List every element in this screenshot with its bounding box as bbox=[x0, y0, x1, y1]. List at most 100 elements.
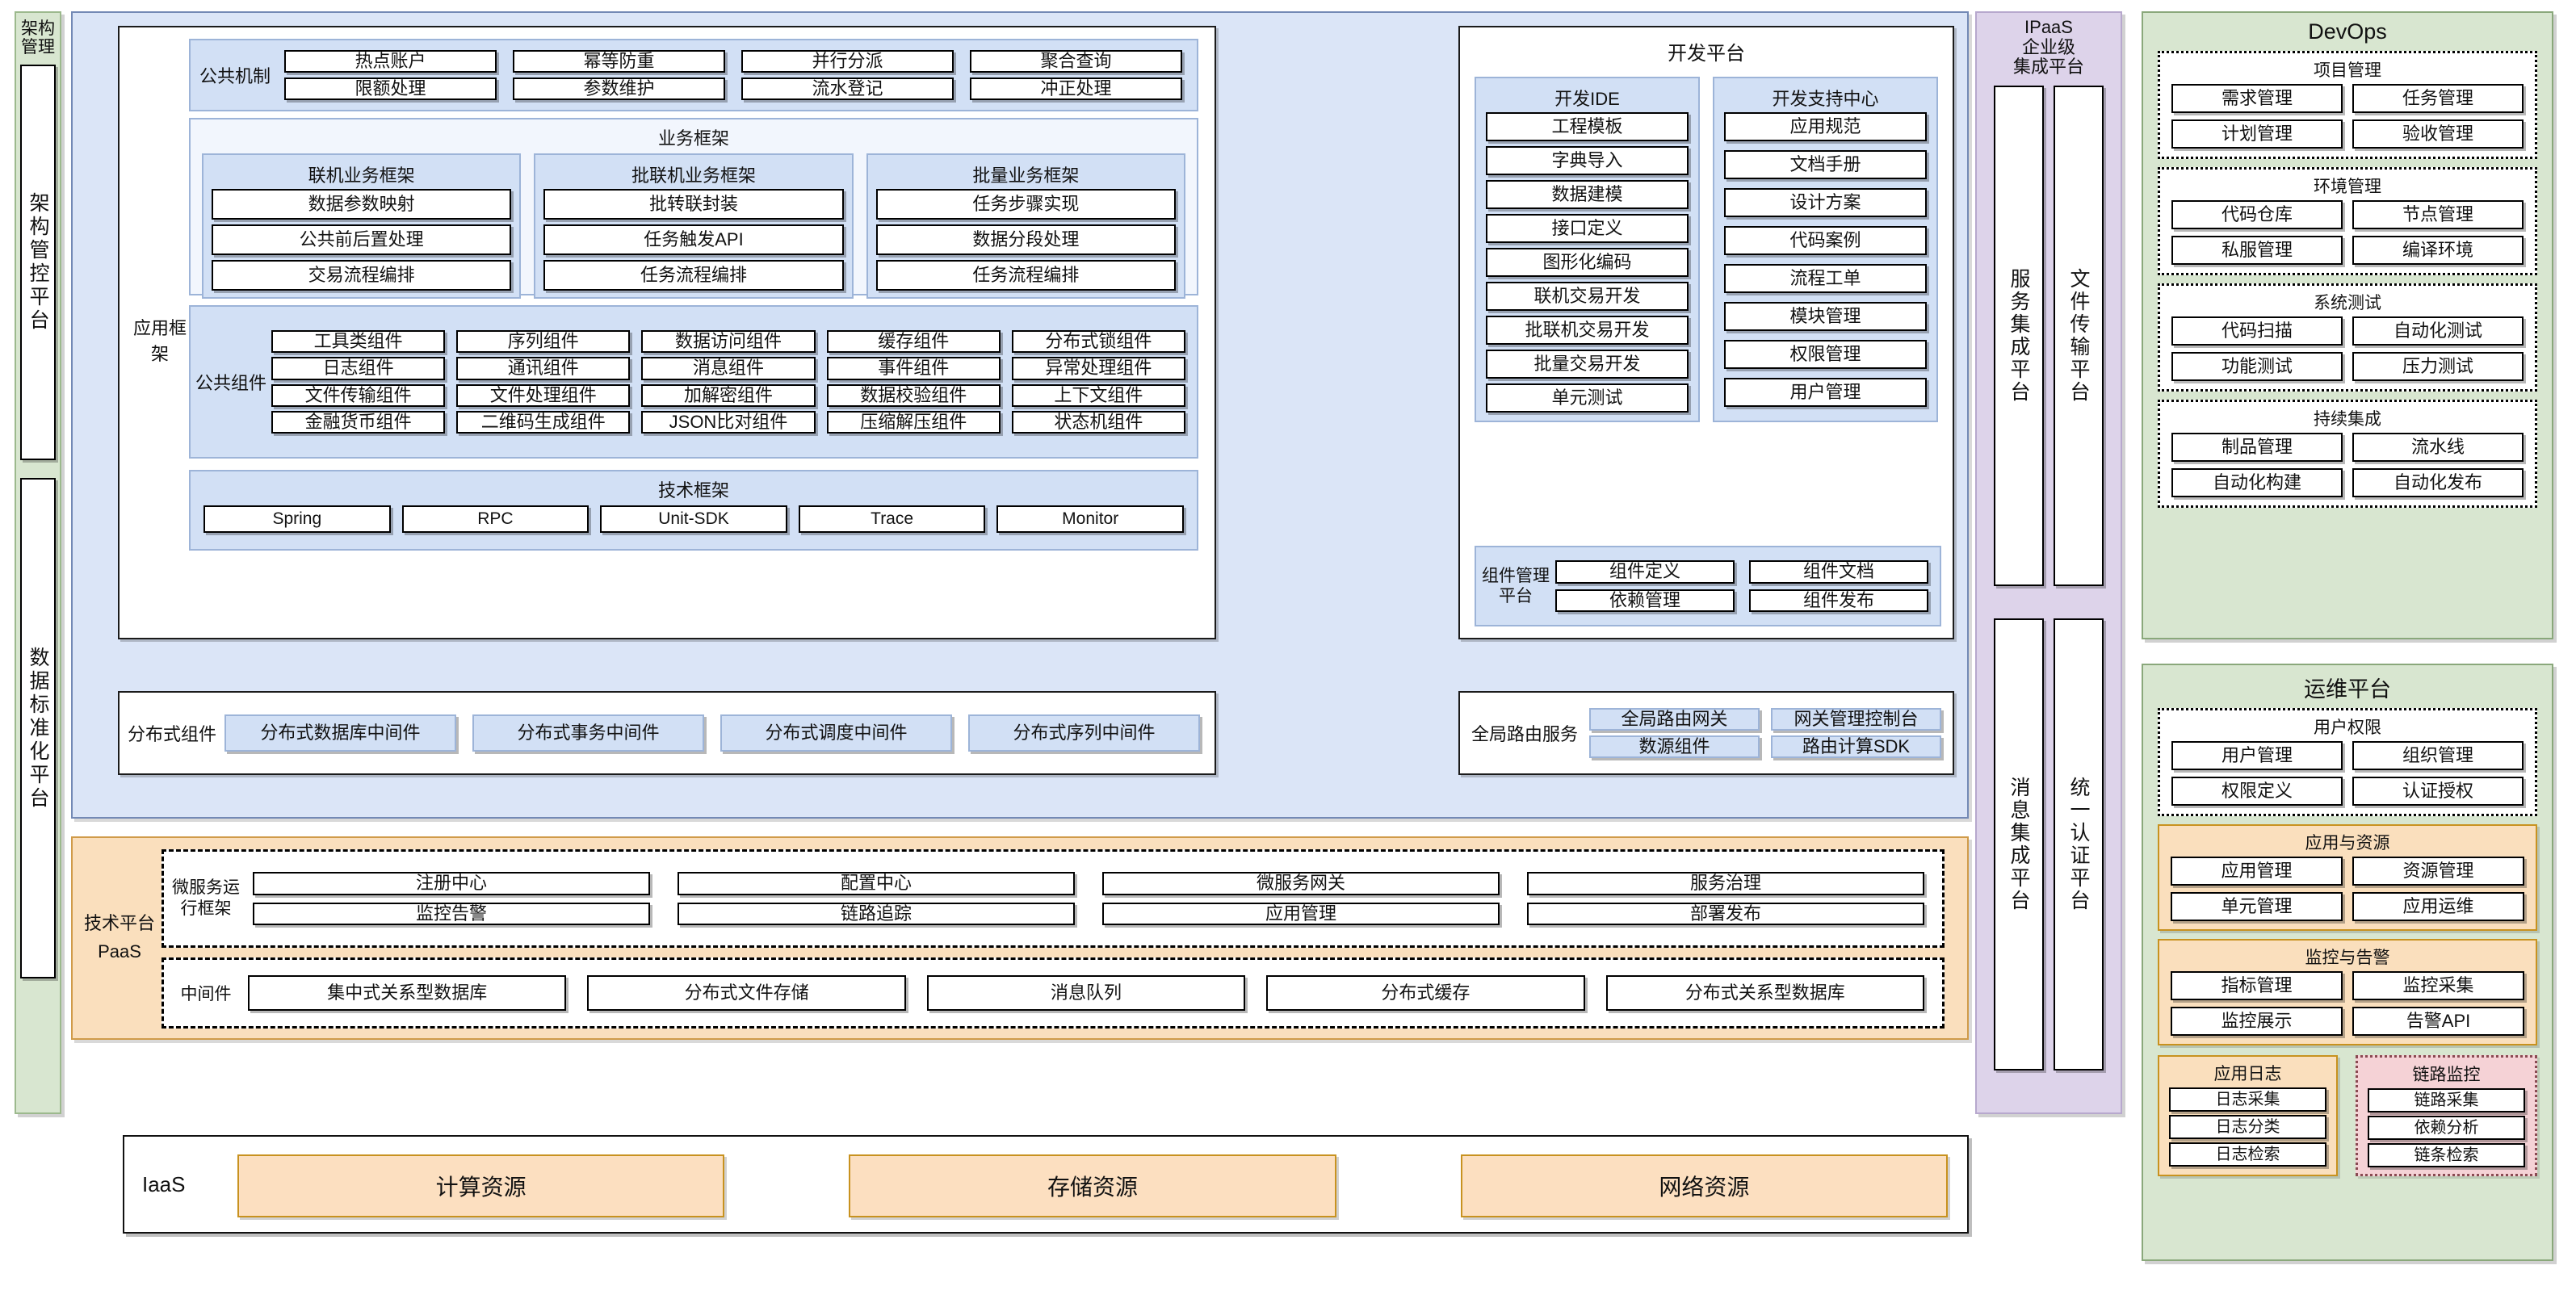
component-item[interactable]: 文件处理组件 bbox=[456, 383, 631, 407]
devops-item[interactable]: 功能测试 bbox=[2171, 352, 2343, 381]
ops-item[interactable]: 单元管理 bbox=[2171, 892, 2343, 921]
component-platform-item[interactable]: 依赖管理 bbox=[1555, 589, 1735, 612]
mechanism-item[interactable]: 幂等防重 bbox=[513, 49, 725, 73]
support-item[interactable]: 应用规范 bbox=[1724, 112, 1927, 141]
devops-item[interactable]: 计划管理 bbox=[2171, 119, 2343, 149]
ide-item[interactable]: 接口定义 bbox=[1486, 214, 1689, 243]
component-item[interactable]: 数据校验组件 bbox=[826, 383, 1001, 407]
log-item[interactable]: 日志检索 bbox=[2169, 1142, 2326, 1167]
component-platform-item[interactable]: 组件发布 bbox=[1749, 589, 1928, 612]
devops-item[interactable]: 任务管理 bbox=[2352, 84, 2524, 113]
component-item[interactable]: 上下文组件 bbox=[1011, 383, 1185, 407]
ops-item[interactable]: 资源管理 bbox=[2352, 857, 2524, 886]
devops-item[interactable]: 节点管理 bbox=[2352, 200, 2524, 229]
devops-item[interactable]: 私服管理 bbox=[2171, 236, 2343, 265]
framework-item[interactable]: 任务流程编排 bbox=[543, 260, 844, 291]
tech-item[interactable]: Monitor bbox=[996, 505, 1184, 533]
distributed-item[interactable]: 分布式事务中间件 bbox=[472, 714, 704, 752]
trace-item[interactable]: 链条检索 bbox=[2368, 1143, 2525, 1167]
component-item[interactable]: 加解密组件 bbox=[641, 383, 816, 407]
support-item[interactable]: 用户管理 bbox=[1724, 378, 1927, 407]
framework-item[interactable]: 任务触发API bbox=[543, 224, 844, 255]
component-item[interactable]: 缓存组件 bbox=[826, 330, 1001, 354]
framework-item[interactable]: 数据分段处理 bbox=[875, 224, 1176, 255]
ide-item[interactable]: 数据建模 bbox=[1486, 180, 1689, 209]
vertical-item-data-standard[interactable]: 数据标准化平台 bbox=[20, 478, 56, 979]
microservice-item[interactable]: 部署发布 bbox=[1527, 902, 1924, 925]
middleware-item[interactable]: 集中式关系型数据库 bbox=[248, 975, 567, 1011]
mechanism-item[interactable]: 冲正处理 bbox=[970, 78, 1182, 101]
component-item[interactable]: JSON比对组件 bbox=[641, 410, 816, 434]
support-item[interactable]: 模块管理 bbox=[1724, 302, 1927, 331]
mechanism-item[interactable]: 聚合查询 bbox=[970, 49, 1182, 73]
routing-item[interactable]: 网关管理控制台 bbox=[1771, 707, 1941, 731]
log-item[interactable]: 日志分类 bbox=[2169, 1115, 2326, 1139]
devops-item[interactable]: 制品管理 bbox=[2171, 433, 2343, 462]
tech-item[interactable]: RPC bbox=[401, 505, 589, 533]
distributed-item[interactable]: 分布式调度中间件 bbox=[720, 714, 952, 752]
framework-item[interactable]: 公共前后置处理 bbox=[212, 224, 512, 255]
support-item[interactable]: 流程工单 bbox=[1724, 264, 1927, 293]
component-item[interactable]: 工具类组件 bbox=[271, 330, 446, 354]
devops-item[interactable]: 自动化构建 bbox=[2171, 468, 2343, 497]
microservice-item[interactable]: 微服务网关 bbox=[1102, 872, 1500, 895]
routing-item[interactable]: 路由计算SDK bbox=[1771, 735, 1941, 759]
middleware-item[interactable]: 分布式关系型数据库 bbox=[1605, 975, 1924, 1011]
support-item[interactable]: 权限管理 bbox=[1724, 340, 1927, 369]
tech-item[interactable]: Spring bbox=[203, 505, 391, 533]
component-item[interactable]: 序列组件 bbox=[456, 330, 631, 354]
trace-item[interactable]: 依赖分析 bbox=[2368, 1116, 2525, 1140]
ide-item[interactable]: 批联机交易开发 bbox=[1486, 316, 1689, 345]
tech-item[interactable]: Trace bbox=[798, 505, 986, 533]
component-item[interactable]: 状态机组件 bbox=[1011, 410, 1185, 434]
microservice-item[interactable]: 链路追踪 bbox=[678, 902, 1075, 925]
devops-item[interactable]: 自动化发布 bbox=[2352, 468, 2524, 497]
ide-item[interactable]: 字典导入 bbox=[1486, 146, 1689, 175]
framework-item[interactable]: 批转联封装 bbox=[543, 189, 844, 220]
component-item[interactable]: 金融货币组件 bbox=[271, 410, 446, 434]
support-item[interactable]: 文档手册 bbox=[1724, 150, 1927, 179]
component-item[interactable]: 数据访问组件 bbox=[641, 330, 816, 354]
framework-item[interactable]: 任务流程编排 bbox=[875, 260, 1176, 291]
ops-item[interactable]: 监控采集 bbox=[2352, 971, 2524, 1000]
microservice-item[interactable]: 监控告警 bbox=[253, 902, 650, 925]
component-item[interactable]: 异常处理组件 bbox=[1011, 357, 1185, 380]
support-item[interactable]: 代码案例 bbox=[1724, 226, 1927, 255]
ops-item[interactable]: 指标管理 bbox=[2171, 971, 2343, 1000]
mechanism-item[interactable]: 流水登记 bbox=[741, 78, 954, 101]
ops-item[interactable]: 组织管理 bbox=[2352, 741, 2524, 770]
support-item[interactable]: 设计方案 bbox=[1724, 188, 1927, 217]
mechanism-item[interactable]: 参数维护 bbox=[513, 78, 725, 101]
middleware-item[interactable]: 消息队列 bbox=[926, 975, 1246, 1011]
devops-item[interactable]: 流水线 bbox=[2352, 433, 2524, 462]
component-item[interactable]: 消息组件 bbox=[641, 357, 816, 380]
framework-item[interactable]: 交易流程编排 bbox=[212, 260, 512, 291]
microservice-item[interactable]: 服务治理 bbox=[1527, 872, 1924, 895]
component-platform-item[interactable]: 组件定义 bbox=[1555, 560, 1735, 584]
devops-item[interactable]: 编译环境 bbox=[2352, 236, 2524, 265]
routing-item[interactable]: 全局路由网关 bbox=[1589, 707, 1760, 731]
component-item[interactable]: 二维码生成组件 bbox=[456, 410, 631, 434]
ops-item[interactable]: 用户管理 bbox=[2171, 741, 2343, 770]
routing-item[interactable]: 数源组件 bbox=[1589, 735, 1760, 759]
middleware-item[interactable]: 分布式缓存 bbox=[1266, 975, 1585, 1011]
ops-item[interactable]: 应用运维 bbox=[2352, 892, 2524, 921]
devops-item[interactable]: 自动化测试 bbox=[2352, 316, 2524, 346]
framework-item[interactable]: 任务步骤实现 bbox=[875, 189, 1176, 220]
ide-item[interactable]: 联机交易开发 bbox=[1486, 282, 1689, 311]
ops-item[interactable]: 告警API bbox=[2352, 1007, 2524, 1036]
distributed-item[interactable]: 分布式数据库中间件 bbox=[224, 714, 456, 752]
devops-item[interactable]: 需求管理 bbox=[2171, 84, 2343, 113]
ipaas-item-unified-auth[interactable]: 统一认证平台 bbox=[2054, 618, 2104, 1070]
iaas-item-storage[interactable]: 存储资源 bbox=[849, 1154, 1336, 1217]
middleware-item[interactable]: 分布式文件存储 bbox=[587, 975, 906, 1011]
ops-item[interactable]: 监控展示 bbox=[2171, 1007, 2343, 1036]
mechanism-item[interactable]: 热点账户 bbox=[284, 49, 497, 73]
component-item[interactable]: 文件传输组件 bbox=[271, 383, 446, 407]
ide-item[interactable]: 工程模板 bbox=[1486, 112, 1689, 141]
trace-item[interactable]: 链路采集 bbox=[2368, 1088, 2525, 1112]
ipaas-item-message-integration[interactable]: 消息集成平台 bbox=[1994, 618, 2044, 1070]
component-item[interactable]: 日志组件 bbox=[271, 357, 446, 380]
devops-item[interactable]: 压力测试 bbox=[2352, 352, 2524, 381]
distributed-item[interactable]: 分布式序列中间件 bbox=[968, 714, 1200, 752]
